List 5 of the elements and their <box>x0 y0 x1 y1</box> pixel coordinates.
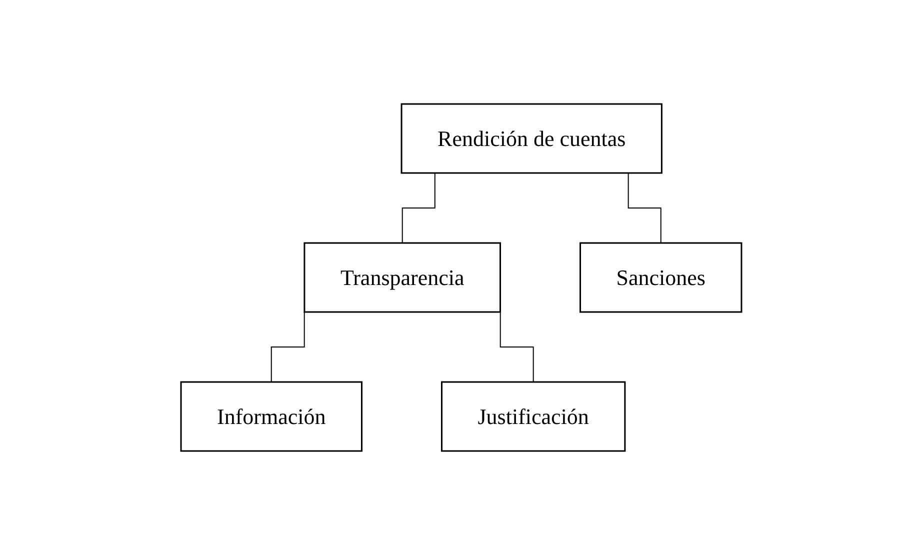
node-box: Rendición de cuentas <box>400 102 662 174</box>
node-box: Sanciones <box>579 242 742 312</box>
node-box: Transparencia <box>303 242 501 312</box>
node-box: Justificación <box>440 380 626 452</box>
node-box: Información <box>180 380 362 452</box>
